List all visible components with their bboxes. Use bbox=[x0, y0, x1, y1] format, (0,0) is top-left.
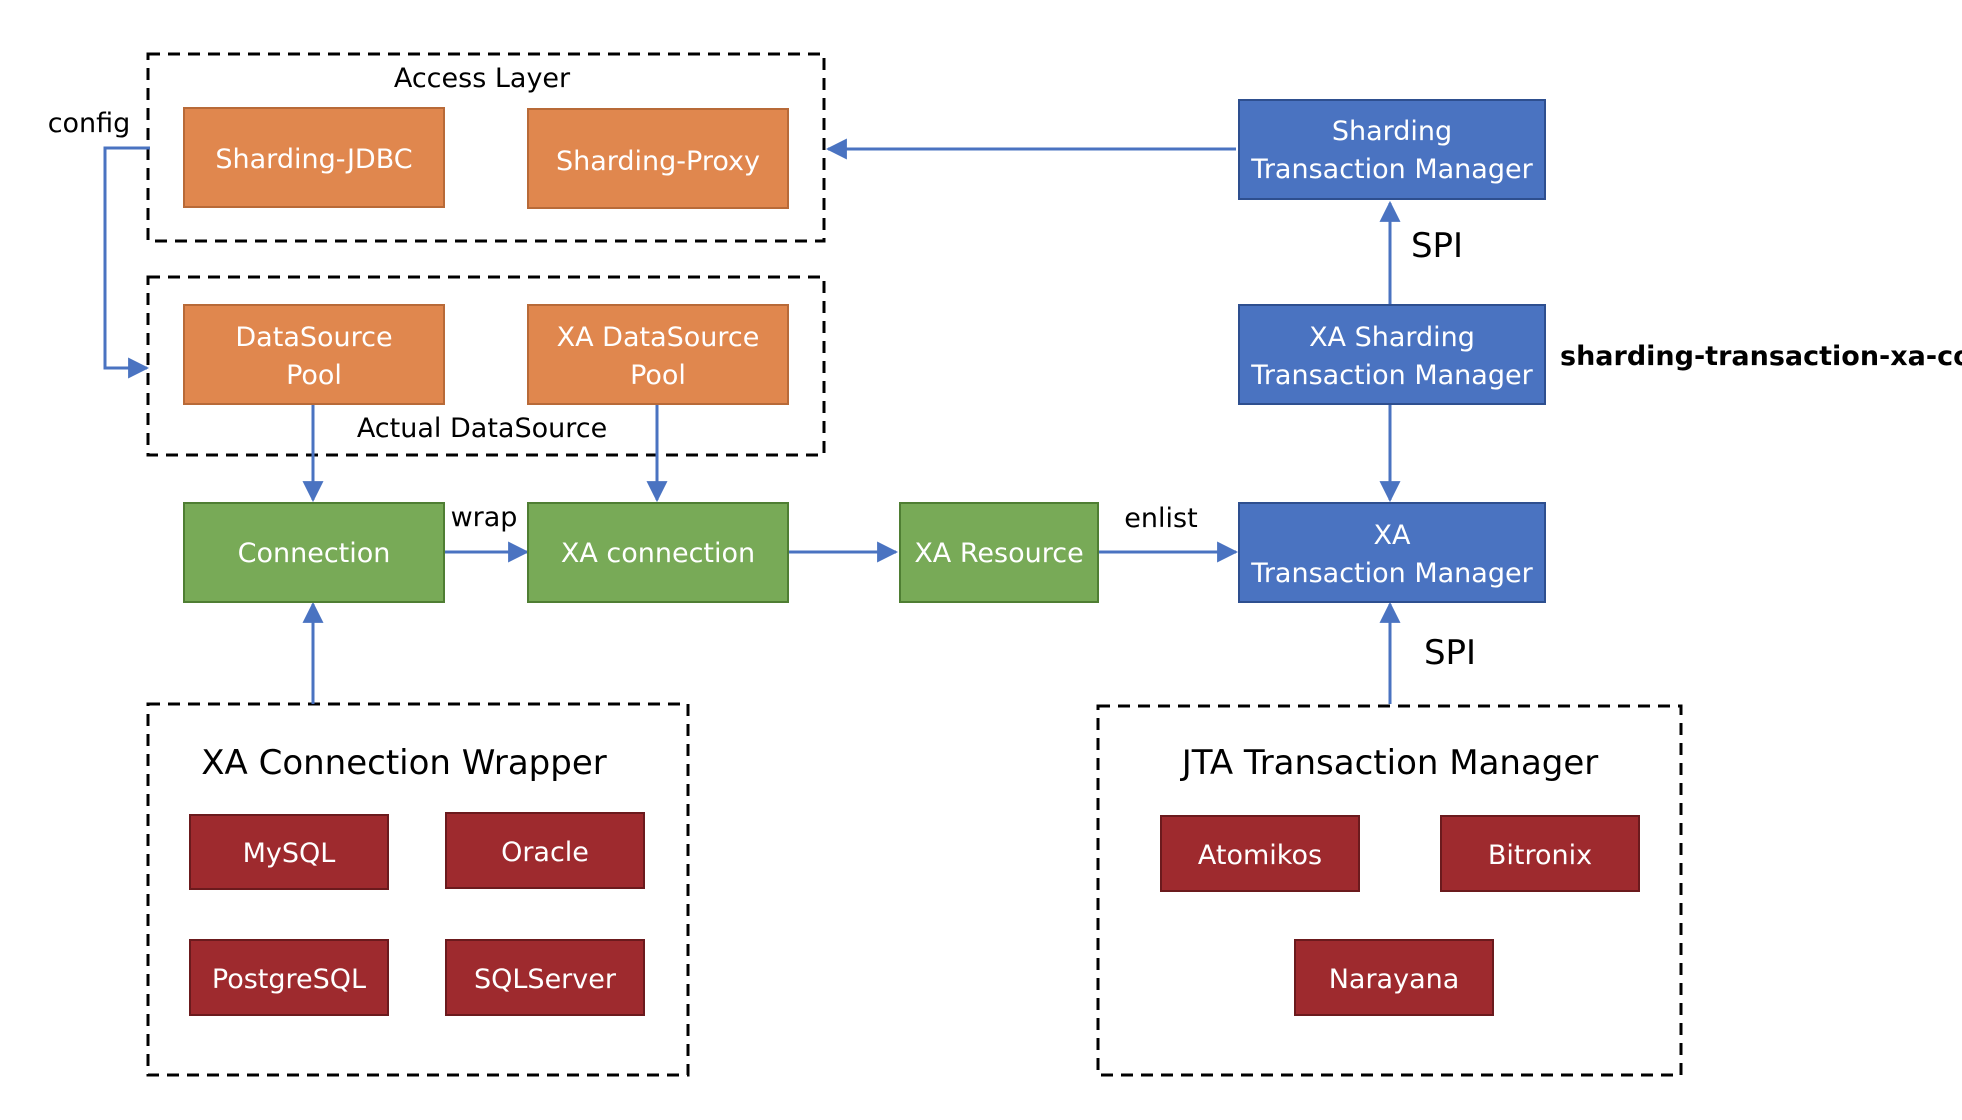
jta-transaction-manager-title: JTA Transaction Manager bbox=[1180, 743, 1599, 783]
bitronix-box: Bitronix bbox=[1440, 815, 1640, 892]
mysql-box: MySQL bbox=[189, 814, 389, 890]
sqlserver-box: SQLServer bbox=[445, 939, 645, 1016]
enlist-label: enlist bbox=[1124, 503, 1197, 534]
oracle-label: Oracle bbox=[501, 837, 589, 868]
xa-resource-label: XA Resource bbox=[914, 538, 1083, 569]
config-connector bbox=[103, 146, 150, 379]
xa-resource-box: XA Resource bbox=[899, 502, 1099, 603]
narayana-label: Narayana bbox=[1329, 964, 1460, 995]
sharding-tm-label-line2: Transaction Manager bbox=[1250, 154, 1533, 185]
datasource-pool-label-line1: DataSource bbox=[235, 322, 392, 353]
narayana-box: Narayana bbox=[1294, 939, 1494, 1016]
connection-label: Connection bbox=[238, 538, 391, 569]
bitronix-label: Bitronix bbox=[1488, 840, 1592, 871]
xa-datasource-pool-box: XA DataSource Pool bbox=[527, 304, 789, 405]
xa-connection-box: XA connection bbox=[527, 502, 789, 603]
postgresql-label: PostgreSQL bbox=[212, 964, 366, 995]
connection-box: Connection bbox=[183, 502, 445, 603]
datasource-pool-label-line2: Pool bbox=[286, 360, 342, 391]
wrap-label: wrap bbox=[451, 502, 518, 533]
mysql-label: MySQL bbox=[243, 838, 336, 869]
access-layer-group bbox=[146, 52, 826, 243]
datasource-pool-box: DataSource Pool bbox=[183, 304, 445, 405]
actual-datasource-title: Actual DataSource bbox=[357, 413, 607, 444]
sharding-tm-label-line1: Sharding bbox=[1332, 116, 1452, 147]
xa-connection-wrapper-title: XA Connection Wrapper bbox=[201, 743, 607, 783]
sharding-proxy-box: Sharding-Proxy bbox=[527, 108, 789, 209]
xa-tm-label-line2: Transaction Manager bbox=[1250, 558, 1533, 589]
module-label: sharding-transaction-xa-core bbox=[1560, 341, 1962, 372]
xa-connection-label: XA connection bbox=[561, 538, 755, 569]
xa-sharding-tm-label-line1: XA Sharding bbox=[1309, 322, 1475, 353]
xa-tm-label-line1: XA bbox=[1374, 520, 1411, 551]
atomikos-box: Atomikos bbox=[1160, 815, 1360, 892]
spi-bottom-label: SPI bbox=[1424, 633, 1476, 673]
sharding-transaction-manager-box: Sharding Transaction Manager bbox=[1238, 99, 1546, 200]
atomikos-label: Atomikos bbox=[1198, 840, 1322, 871]
sqlserver-label: SQLServer bbox=[474, 964, 617, 995]
xa-sharding-tm-label-line2: Transaction Manager bbox=[1250, 360, 1533, 391]
jta-transaction-manager-group bbox=[1096, 704, 1683, 1077]
xa-datasource-pool-label-line1: XA DataSource bbox=[557, 322, 760, 353]
xa-transaction-manager-box: XA Transaction Manager bbox=[1238, 502, 1546, 603]
oracle-box: Oracle bbox=[445, 812, 645, 889]
spi-top-label: SPI bbox=[1411, 226, 1463, 266]
xa-datasource-pool-label-line2: Pool bbox=[630, 360, 686, 391]
xa-connection-wrapper-group bbox=[146, 702, 690, 1077]
actual-datasource-group bbox=[146, 275, 826, 457]
sharding-proxy-label: Sharding-Proxy bbox=[556, 146, 760, 177]
config-label: config bbox=[48, 108, 131, 139]
sharding-jdbc-box: Sharding-JDBC bbox=[183, 107, 445, 208]
postgresql-box: PostgreSQL bbox=[189, 939, 389, 1016]
sharding-jdbc-label: Sharding-JDBC bbox=[215, 144, 412, 175]
access-layer-title: Access Layer bbox=[394, 63, 571, 94]
xa-sharding-transaction-manager-box: XA Sharding Transaction Manager bbox=[1238, 304, 1546, 405]
